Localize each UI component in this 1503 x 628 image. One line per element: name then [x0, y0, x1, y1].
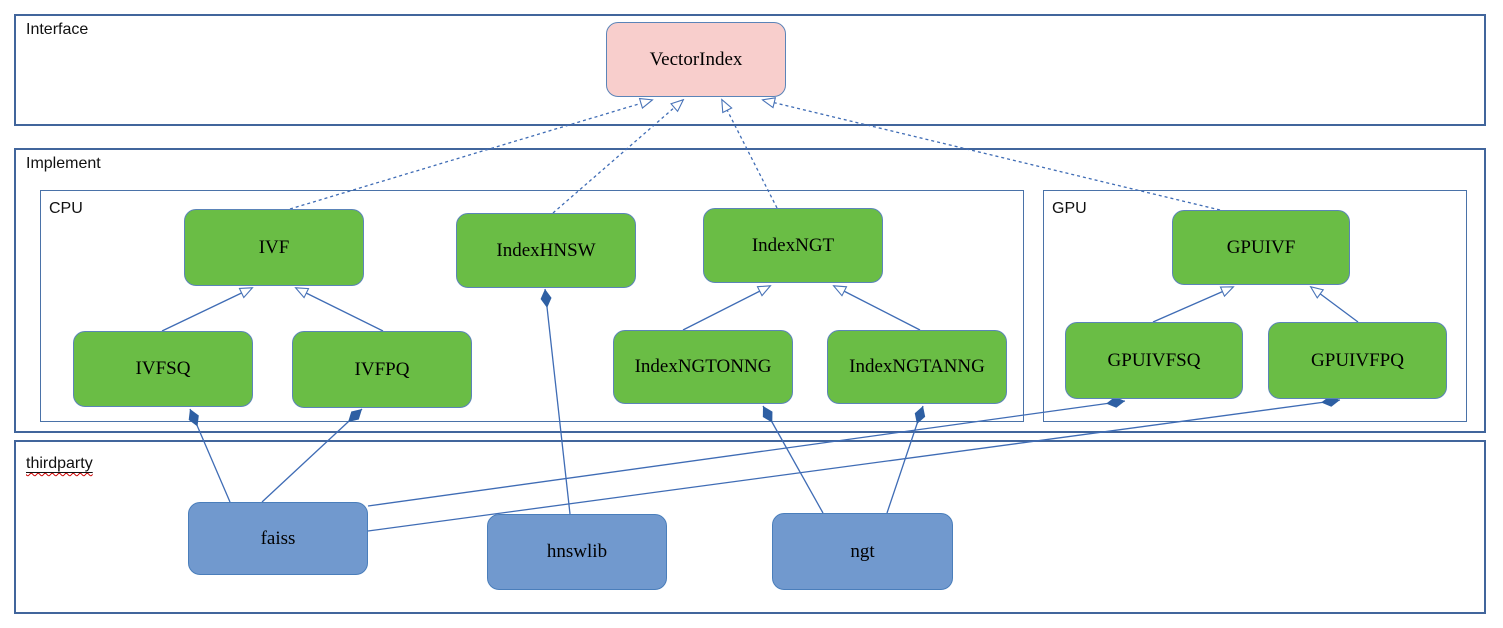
node-gpuivfsq-label: GPUIVFSQ [1107, 349, 1201, 371]
node-ivf-label: IVF [258, 236, 290, 258]
node-vectorindex[interactable]: VectorIndex [606, 22, 786, 97]
node-indexhnsw-label: IndexHNSW [496, 239, 596, 261]
node-faiss-label: faiss [260, 527, 296, 549]
node-indexngtanng-label: IndexNGTANNG [849, 356, 985, 377]
node-indexngt[interactable]: IndexNGT [703, 208, 883, 283]
node-gpuivfpq[interactable]: GPUIVFPQ [1268, 322, 1447, 399]
node-hnswlib-label: hnswlib [546, 541, 608, 562]
node-ivfsq[interactable]: IVFSQ [73, 331, 253, 407]
node-vectorindex-label: VectorIndex [649, 48, 743, 70]
node-indexngt-label: IndexNGT [751, 234, 835, 256]
thirdparty-container-label: thirdparty [26, 455, 93, 473]
interface-container-label: Interface [26, 21, 89, 38]
node-ngt[interactable]: ngt [772, 513, 953, 590]
node-gpuivf[interactable]: GPUIVF [1172, 210, 1350, 285]
spellcheck-squiggle: thirdparty [26, 455, 93, 472]
node-ivfpq-label: IVFPQ [354, 358, 410, 380]
node-indexhnsw[interactable]: IndexHNSW [456, 213, 636, 288]
node-ivfsq-label: IVFSQ [135, 358, 191, 379]
node-gpuivf-label: GPUIVF [1226, 236, 1296, 258]
gpu-container-label: GPU [1052, 200, 1087, 217]
node-ngt-label: ngt [850, 540, 875, 562]
node-ivfpq[interactable]: IVFPQ [292, 331, 472, 408]
implement-container-label: Implement [26, 155, 101, 172]
node-faiss[interactable]: faiss [188, 502, 368, 575]
node-gpuivfsq[interactable]: GPUIVFSQ [1065, 322, 1243, 399]
node-indexngtanng[interactable]: IndexNGTANNG [827, 330, 1007, 404]
node-gpuivfpq-label: GPUIVFPQ [1311, 349, 1404, 371]
node-indexngtonng[interactable]: IndexNGTONNG [613, 330, 793, 404]
node-ivf[interactable]: IVF [184, 209, 364, 286]
node-hnswlib[interactable]: hnswlib [487, 514, 667, 590]
node-indexngtonng-label: IndexNGTONNG [634, 356, 772, 377]
cpu-container-label: CPU [49, 200, 83, 217]
